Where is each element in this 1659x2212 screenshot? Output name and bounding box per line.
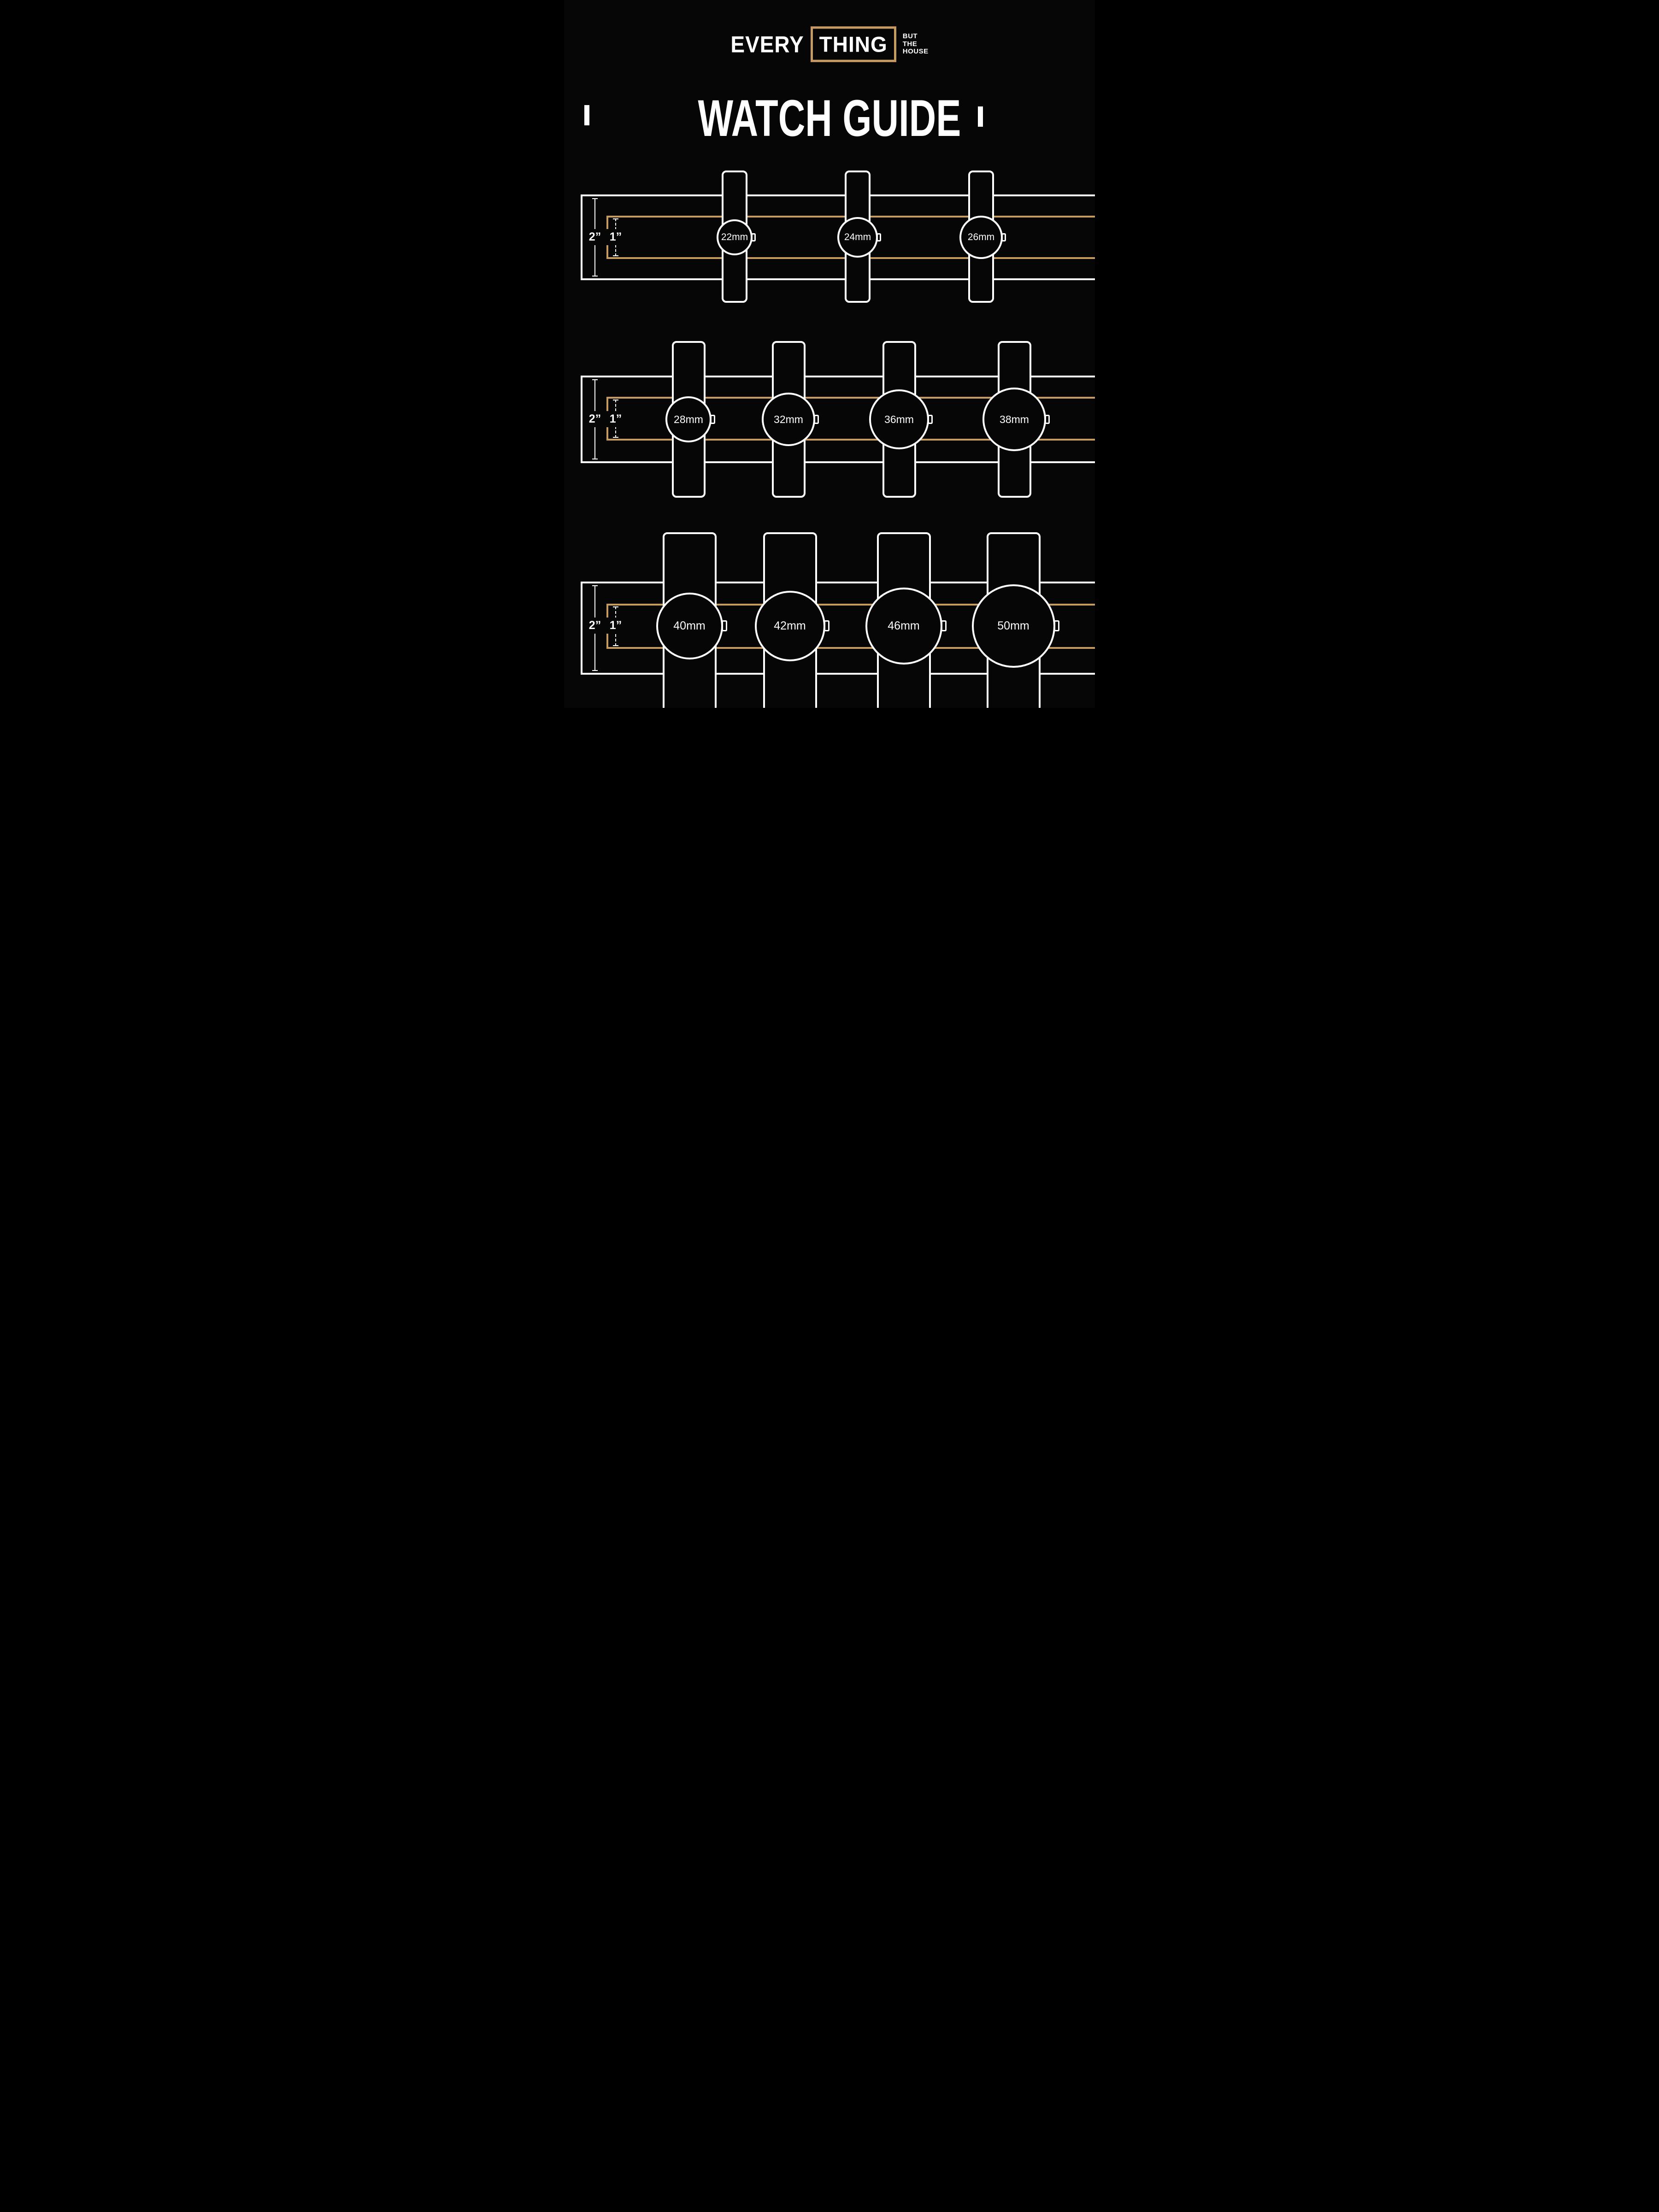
row3-1in-label: 1” — [606, 618, 626, 634]
watch-guide-infographic: EVERY THING BUT THE HOUSE WATCH GUIDE 2”… — [564, 0, 1095, 708]
row1-outer-band-2in — [581, 194, 1095, 280]
row2-inner-band-1in — [606, 397, 1095, 441]
row2-1in-label: 1” — [606, 411, 626, 427]
row3-inner-band-1in — [606, 604, 1095, 649]
logo-but-the-house: BUT THE HOUSE — [902, 32, 929, 56]
logo-thing-box: THING — [810, 26, 896, 62]
row3-outer-band-2in — [581, 582, 1095, 675]
decorative-mark-left — [584, 105, 589, 125]
row2-outer-band-2in — [581, 376, 1095, 463]
page-title-text: WATCH GUIDE — [698, 89, 961, 147]
row1-inner-band-1in — [606, 216, 1095, 259]
ebth-logo: EVERY THING BUT THE HOUSE — [564, 26, 1095, 62]
row3-2in-label: 2” — [585, 618, 605, 634]
logo-but-text: BUT — [902, 32, 918, 40]
decorative-mark-right — [978, 106, 983, 127]
page-title: WATCH GUIDE — [564, 89, 1095, 147]
logo-house-text: HOUSE — [902, 47, 929, 56]
logo-every-text: EVERY — [730, 31, 804, 58]
row1-1in-label: 1” — [606, 229, 626, 245]
row1-2in-label: 2” — [585, 229, 605, 245]
logo-the-text: THE — [902, 40, 918, 48]
row2-2in-label: 2” — [585, 411, 605, 427]
